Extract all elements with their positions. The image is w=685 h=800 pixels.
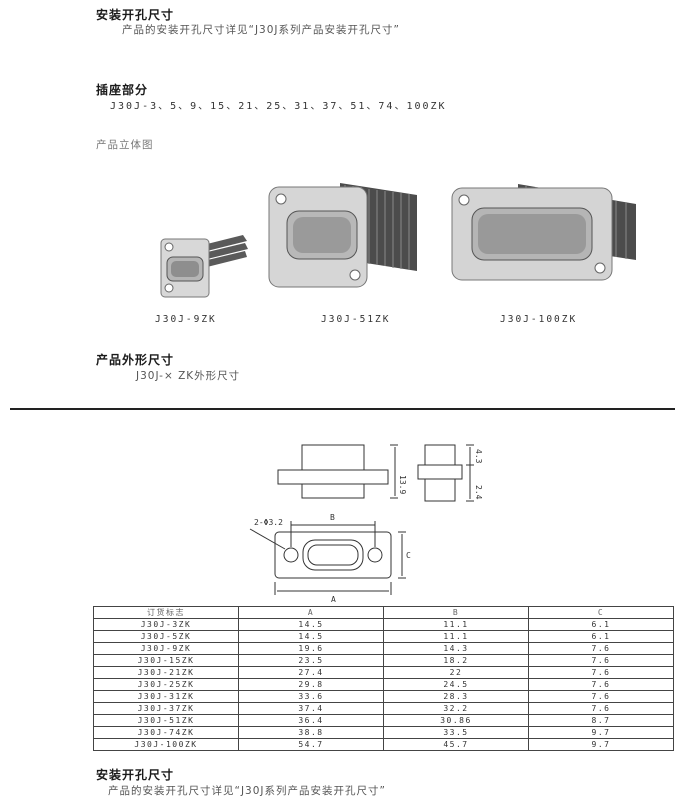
dim-side-bottom-label: 2.4 [474, 485, 483, 500]
cell-b: 33.5 [383, 726, 529, 739]
connector-9zk-image [160, 235, 248, 298]
cell-code: J30J-31ZK [93, 690, 239, 703]
mounting-hole-heading: 安装开孔尺寸 [96, 8, 175, 22]
cell-a: 54.7 [238, 738, 384, 751]
dim-a-label: A [331, 595, 336, 604]
col-b: B [383, 606, 529, 619]
cell-a: 29.8 [238, 678, 384, 691]
cell-code: J30J-74ZK [93, 726, 239, 739]
cell-a: 38.8 [238, 726, 384, 739]
caption-51zk: J30J-51ZK [321, 314, 391, 325]
cell-b: 32.2 [383, 702, 529, 715]
bottom-mounting-hole-heading: 安装开孔尺寸 [96, 768, 175, 782]
cell-b: 14.3 [383, 642, 529, 655]
cell-c: 7.6 [528, 702, 674, 715]
product-view-heading: 产品立体图 [96, 139, 154, 151]
connector-51zk-image [268, 183, 417, 288]
cell-b: 24.5 [383, 678, 529, 691]
cell-b: 30.86 [383, 714, 529, 727]
cell-c: 7.6 [528, 678, 674, 691]
col-a: A [238, 606, 384, 619]
cell-c: 6.1 [528, 630, 674, 643]
cell-a: 19.6 [238, 642, 384, 655]
cell-a: 36.4 [238, 714, 384, 727]
cell-b: 45.7 [383, 738, 529, 751]
dim-b-label: B [330, 513, 335, 522]
cell-b: 18.2 [383, 654, 529, 667]
hole-label: 2-Φ3.2 [254, 518, 283, 527]
cell-a: 33.6 [238, 690, 384, 703]
cell-code: J30J-100ZK [93, 738, 239, 751]
cell-code: J30J-21ZK [93, 666, 239, 679]
cell-c: 7.6 [528, 666, 674, 679]
cell-a: 14.5 [238, 618, 384, 631]
cell-b: 28.3 [383, 690, 529, 703]
cell-b: 11.1 [383, 630, 529, 643]
outline-section-note: J30J-× ZK外形尺寸 [136, 370, 241, 382]
col-c: C [528, 606, 674, 619]
cell-c: 9.7 [528, 738, 674, 751]
section-divider [10, 408, 675, 410]
cell-a: 14.5 [238, 630, 384, 643]
cell-code: J30J-25ZK [93, 678, 239, 691]
cell-c: 8.7 [528, 714, 674, 727]
socket-section-heading: 插座部分 [96, 83, 149, 97]
caption-9zk: J30J-9ZK [155, 314, 217, 325]
cell-code: J30J-3ZK [93, 618, 239, 631]
cell-a: 23.5 [238, 654, 384, 667]
cell-c: 7.6 [528, 642, 674, 655]
dim-side-top-label: 4.3 [474, 449, 483, 464]
cell-code: J30J-5ZK [93, 630, 239, 643]
cell-c: 7.6 [528, 654, 674, 667]
table-header-row: 订货标志 A B C [93, 606, 674, 619]
cell-a: 37.4 [238, 702, 384, 715]
cell-b: 22 [383, 666, 529, 679]
cell-code: J30J-37ZK [93, 702, 239, 715]
cell-c: 9.7 [528, 726, 674, 739]
cell-code: J30J-51ZK [93, 714, 239, 727]
cell-code: J30J-15ZK [93, 654, 239, 667]
dim-c-label: C [406, 551, 411, 560]
cell-code: J30J-9ZK [93, 642, 239, 655]
outline-section-heading: 产品外形尺寸 [96, 353, 175, 367]
socket-models: J30J-3、5、9、15、21、25、31、37、51、74、100ZK [110, 101, 447, 112]
cell-c: 6.1 [528, 618, 674, 631]
mounting-hole-note: 产品的安装开孔尺寸详见“J30J系列产品安装开孔尺寸” [122, 24, 400, 36]
caption-100zk: J30J-100ZK [500, 314, 578, 325]
cell-c: 7.6 [528, 690, 674, 703]
bottom-mounting-hole-note: 产品的安装开孔尺寸详见“J30J系列产品安装开孔尺寸” [108, 785, 386, 797]
connector-100zk-image [451, 184, 636, 281]
cell-b: 11.1 [383, 618, 529, 631]
dim-height-label: 13.9 [398, 475, 407, 494]
col-order-code: 订货标志 [93, 606, 239, 619]
outline-drawing: 13.9 4.3 2.4 2-Φ3.2 B C A [249, 444, 483, 604]
cell-a: 27.4 [238, 666, 384, 679]
